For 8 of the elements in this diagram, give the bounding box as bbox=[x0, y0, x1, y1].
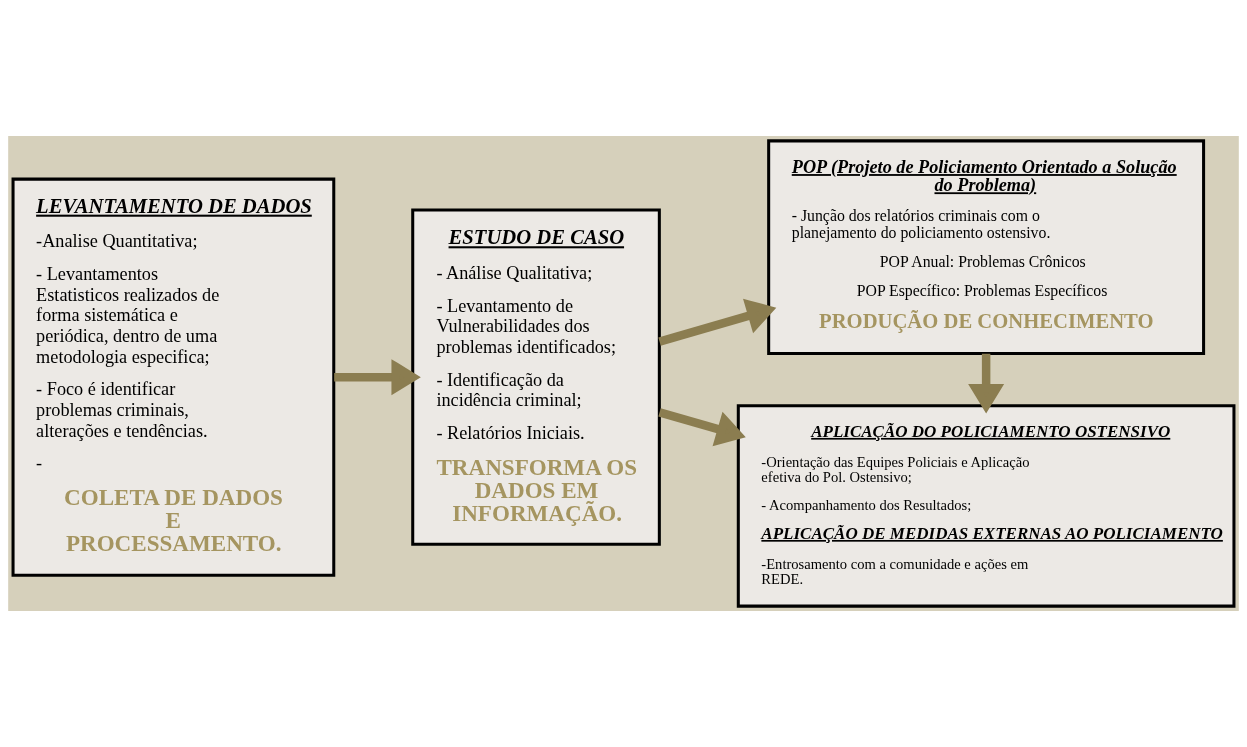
node-box: POP (Projeto de Policiamento Orientado a Solução do Problema) - Junção dos relatórios criminais com o planejamento do policiamento ostensivo. POP Anual: Problemas Crônicos POP Específico: Problemas Específicos PRODUÇÃO DE CONHECIMENTO bbox=[767, 139, 1206, 355]
arrow bbox=[658, 298, 777, 346]
node-box: APLICAÇÃO DO POLICIAMENTO OSTENSIVO -Orientação das Equipes Policiais e Aplicação efetiva do Pol. Ostensivo; - Acompanhamento dos Resultados; APLICAÇÃO DE MEDIDAS EXTERNAS AO POLICIAMENTO -Entrosamento com a comunidade e ações em REDE. bbox=[736, 404, 1236, 608]
arrow bbox=[658, 408, 746, 447]
node-box: LEVANTAMENTO DE DADOS -Analise Quantitativa; - Levantamentos Estatisticos realizados de forma sistemática e periódica, dentro de uma metodologia especifica; - Foco é identificar problemas criminais, alterações e tendências. - COLETA DE DADOS E PROCESSAMENTO. bbox=[11, 177, 336, 577]
node-box: ESTUDO DE CASO - Análise Qualitativa; - Levantamento de Vulnerabilidades dos problemas identificados; - Identificação da incidência criminal; - Relatórios Iniciais. TRANSFORMA OS DADOS EM INFORMAÇÃO. bbox=[411, 208, 661, 546]
arrow bbox=[334, 359, 421, 396]
arrow bbox=[968, 353, 1005, 414]
